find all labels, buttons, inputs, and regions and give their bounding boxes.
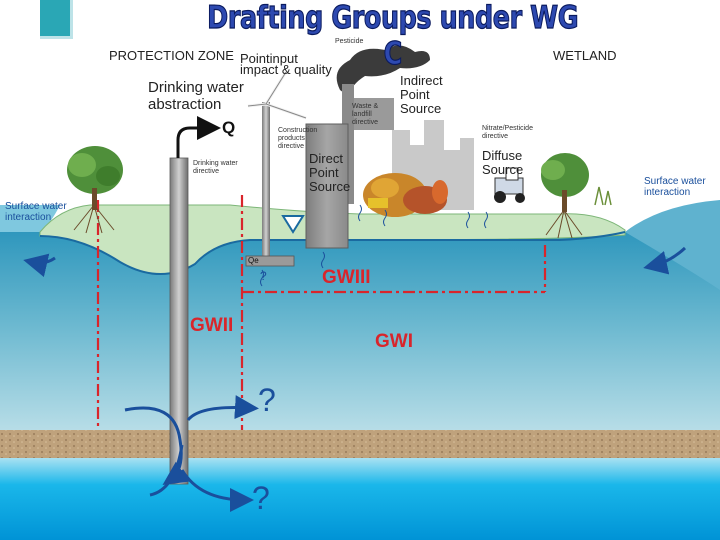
- small-question-mark: ?: [260, 269, 267, 283]
- gwiii-label: GWIII: [322, 267, 371, 288]
- flow-arrows: [23, 246, 687, 512]
- question-mark-mid: ?: [258, 382, 276, 418]
- surface-water-left-label-1: Surface water: [5, 201, 67, 212]
- impact-quality-label: impact & quality: [240, 62, 332, 77]
- waste-label-1: Waste &: [352, 103, 379, 110]
- leaching-squiggles: [260, 204, 488, 287]
- page-title: Drafting Groups under WG C: [207, 0, 579, 73]
- drinking-water-abstraction-label-1: Drinking water: [148, 79, 244, 96]
- left-surface-water: [0, 205, 60, 232]
- pesticide-label: Pesticide: [335, 38, 364, 45]
- wind-turbine: [245, 71, 307, 267]
- indirect-label-2: Point: [400, 87, 430, 102]
- tree-left: [67, 146, 123, 234]
- indirect-label-1: Indirect: [400, 73, 443, 88]
- waste-label-3: directive: [352, 119, 379, 126]
- q-symbol: Q: [222, 118, 236, 137]
- nitrate-label-2: directive: [482, 133, 509, 140]
- factory: [336, 45, 430, 204]
- indirect-label-3: Source: [400, 101, 442, 116]
- surface-water-right-label-1: Surface water: [644, 176, 706, 187]
- gwi-label: GWI: [375, 331, 413, 352]
- construction-label-3: directive: [278, 143, 305, 150]
- tractor: [494, 167, 525, 203]
- question-mark-low: ?: [252, 480, 270, 516]
- surface-water-right-label-2: interaction: [644, 187, 691, 198]
- tree-right: [541, 153, 612, 239]
- gravel-layer: [0, 428, 720, 458]
- diffuse-label-1: Diffuse: [482, 148, 523, 163]
- construction-label-2: products: [278, 135, 305, 142]
- corner-decoration: [40, 0, 73, 39]
- direct-label-3: Source: [309, 179, 351, 194]
- pointinput-label: Pointinput: [240, 51, 298, 66]
- upper-aquifer: [0, 232, 720, 430]
- gwii-label: GWII: [190, 315, 234, 336]
- direct-label-2: Point: [309, 165, 339, 180]
- protection-zone-lines: [96, 195, 547, 430]
- construction-label-1: Construction: [278, 127, 318, 134]
- abstraction-arrow: [176, 116, 221, 158]
- diffuse-label-2: Source: [482, 162, 524, 177]
- direct-label-1: Direct: [309, 151, 343, 166]
- water-table: [39, 231, 626, 275]
- direct-point-source-building: [305, 123, 349, 249]
- waste-label-2: landfill: [352, 111, 372, 118]
- deep-aquifer: [0, 455, 720, 540]
- nitrate-label-1: Nitrate/Pesticide: [482, 125, 533, 132]
- protection-zone-label: PROTECTION ZONE: [109, 48, 234, 63]
- drinking-directive-label-1: Drinking water: [193, 160, 238, 167]
- surface-water-left-label-2: interaction: [5, 212, 52, 223]
- qe-label: Qe: [248, 256, 259, 265]
- wetland-label: WETLAND: [553, 48, 617, 63]
- right-surface-water: [625, 200, 720, 290]
- water-table-marker: [281, 215, 305, 234]
- drinking-water-abstraction-label-2: abstraction: [148, 96, 222, 113]
- drinking-directive-label-2: directive: [193, 168, 220, 175]
- landfill-heap: [363, 173, 448, 217]
